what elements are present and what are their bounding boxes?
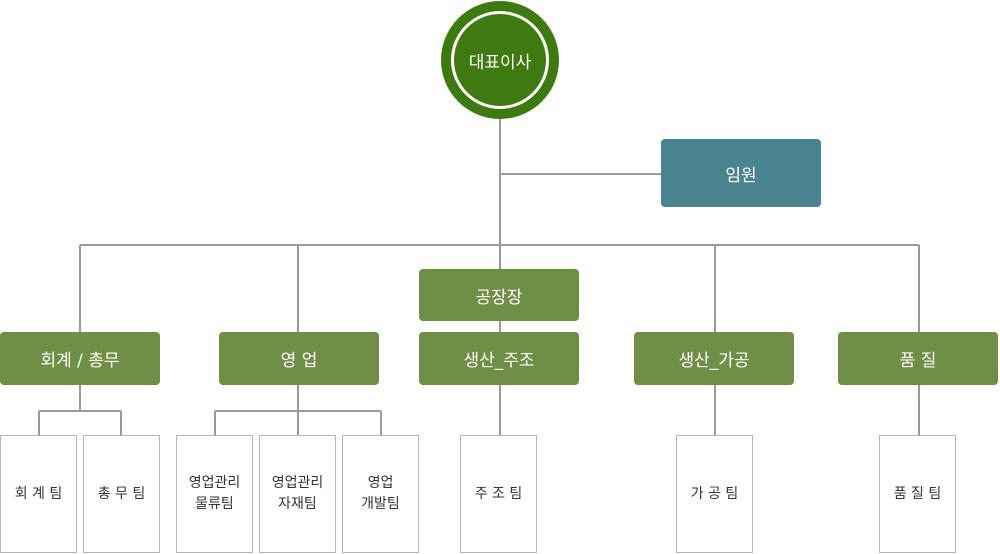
team-sales-logistics: 영업관리 물류팀 xyxy=(176,435,253,553)
team-sales-development: 영업 개발팀 xyxy=(342,435,419,553)
team-quality: 품 질 팀 xyxy=(879,435,956,553)
team-casting: 주 조 팀 xyxy=(460,435,537,553)
ceo-node: 대표이사 xyxy=(441,1,559,119)
dept-quality: 품 질 xyxy=(838,332,998,385)
team-machining: 가 공 팀 xyxy=(676,435,753,553)
team-accounting: 회 계 팀 xyxy=(0,435,77,553)
dept-accounting-general-affairs: 회계 / 총무 xyxy=(0,332,160,385)
dept-production-casting: 생산_주조 xyxy=(419,332,579,385)
executive-node: 임원 xyxy=(661,139,821,207)
dept-production-machining: 생산_가공 xyxy=(634,332,794,385)
team-sales-materials: 영업관리 자재팀 xyxy=(259,435,336,553)
team-general-affairs: 총 무 팀 xyxy=(83,435,160,553)
plant-manager-node: 공장장 xyxy=(419,269,579,321)
dept-sales: 영 업 xyxy=(219,332,379,385)
ceo-label: 대표이사 xyxy=(451,11,549,109)
